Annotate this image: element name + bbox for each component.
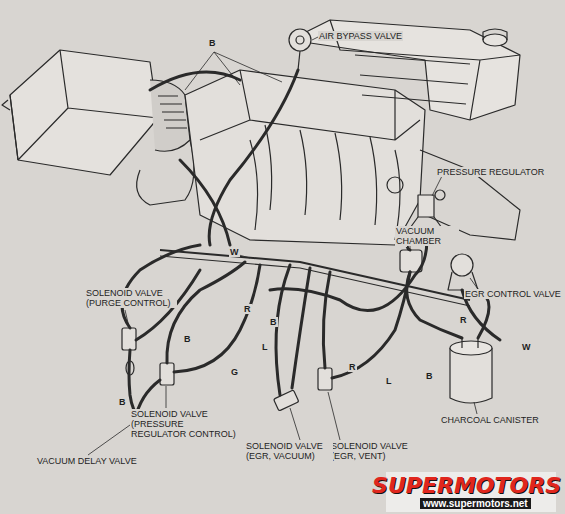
wire-color-code: B: [118, 397, 127, 407]
part-label: SOLENOID VALVE (PURGE CONTROL): [85, 288, 177, 308]
part-label: CHARCOAL CANISTER: [440, 415, 540, 425]
part-label: SOLENOID VALVE (PRESSURE REGULATOR CONTR…: [130, 409, 242, 439]
watermark: SUPERMOTORS: [372, 473, 561, 498]
part-label: SOLENOID VALVE (EGR, VACUUM): [245, 441, 333, 461]
part-label: VACUUM DELAY VALVE: [36, 456, 138, 466]
wire-color-code: L: [385, 376, 393, 386]
engine-outline: [2, 20, 520, 411]
wire-color-code: R: [348, 362, 357, 372]
wire-color-code: L: [261, 342, 269, 352]
part-label: PRESSURE REGULATOR: [436, 167, 545, 177]
watermark: www.supermotors.net: [420, 498, 531, 509]
part-label: AIR BYPASS VALVE: [318, 31, 403, 41]
wire-color-code: W: [229, 247, 240, 257]
wire-color-code: B: [183, 334, 192, 344]
wire-color-code: B: [269, 317, 278, 327]
vacuum-hoses: [122, 70, 500, 420]
wire-color-code: G: [230, 367, 239, 377]
wire-color-code: R: [243, 304, 252, 314]
wire-color-code: B: [208, 38, 217, 48]
wire-color-code: R: [459, 315, 468, 325]
part-label: VACUUM CHAMBER: [395, 226, 459, 246]
leader-lines: [88, 37, 480, 455]
part-label: EGR CONTROL VALVE: [464, 289, 562, 299]
wire-color-code: W: [521, 342, 532, 352]
part-label: SOLENOID VALVE (EGR, VENT): [330, 441, 432, 461]
wire-color-code: B: [425, 371, 434, 381]
